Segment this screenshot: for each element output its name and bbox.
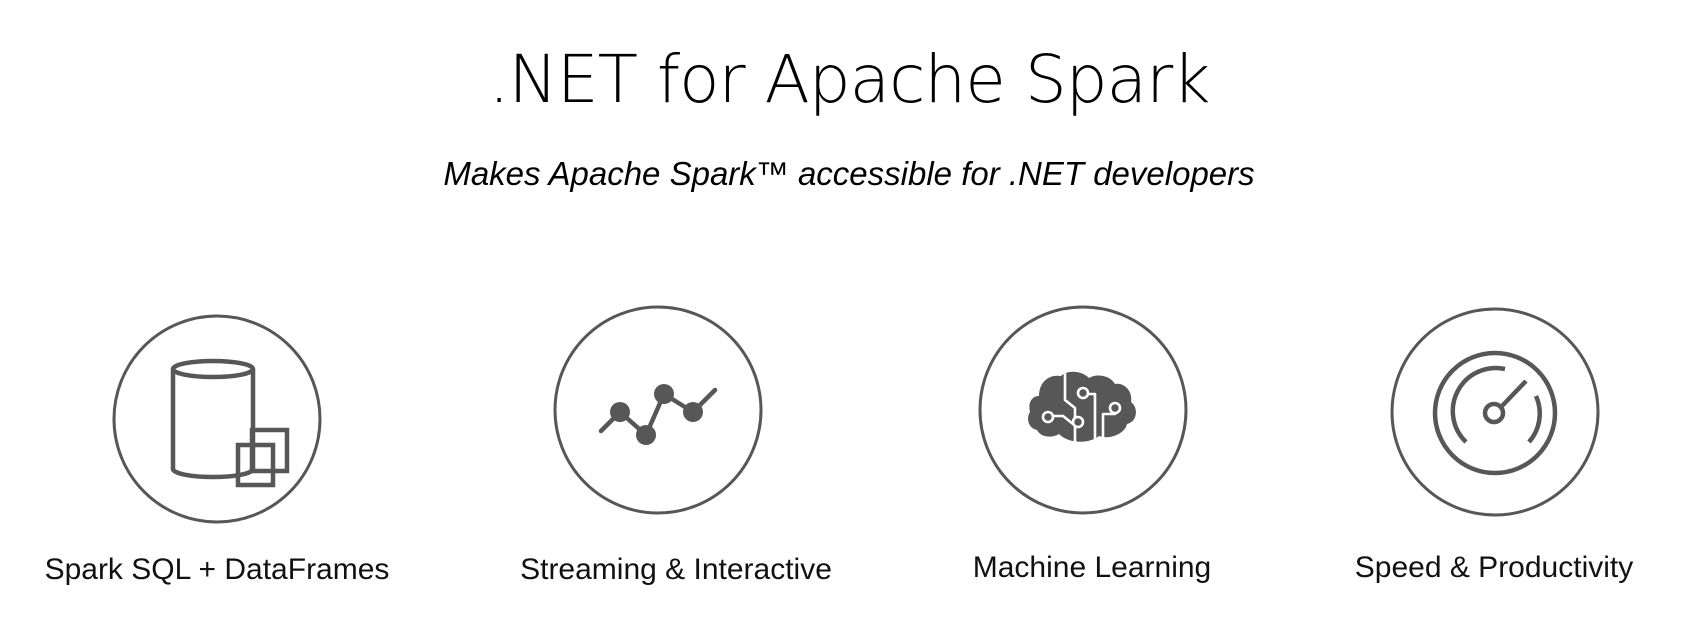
feature-label: Machine Learning: [972, 551, 1212, 584]
brain-circuit-icon: [978, 305, 1188, 515]
database-icon: [112, 314, 322, 524]
page-subtitle: Makes Apache Spark™ accessible for .NET …: [443, 155, 1255, 192]
line-chart-icon: [553, 305, 763, 515]
feature-label: Spark SQL + DataFrames: [44, 553, 390, 586]
speedometer-icon: [1390, 307, 1600, 517]
feature-streaming: Streaming & Interactive: [0, 0, 832, 642]
feature-speed-productivity: Speed & Productivity: [0, 0, 1633, 642]
page-title: .NET for Apache Spark: [488, 41, 1211, 118]
feature-spark-sql: Spark SQL + DataFrames: [0, 0, 420, 642]
feature-label: Speed & Productivity: [1354, 551, 1634, 584]
feature-machine-learning: Machine Learning: [0, 0, 1211, 642]
feature-label: Streaming & Interactive: [520, 553, 832, 586]
